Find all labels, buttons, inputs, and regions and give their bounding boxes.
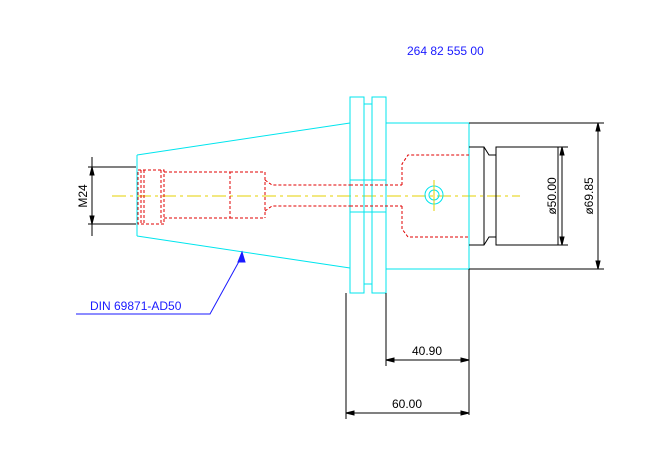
outer-diameter-dimension bbox=[469, 122, 604, 270]
long-length-dimension bbox=[345, 293, 470, 419]
long-length-label: 60.00 bbox=[392, 397, 422, 411]
inner-diameter-dimension bbox=[558, 146, 568, 246]
hidden-lines bbox=[137, 154, 469, 238]
short-length-dimension bbox=[385, 269, 470, 415]
nose-piece bbox=[469, 146, 559, 246]
part-number: 264 82 555 00 bbox=[407, 44, 484, 58]
inner-diameter-label: ø50.00 bbox=[545, 177, 559, 215]
thread-dimension bbox=[88, 157, 136, 236]
standard-callout: DIN 69871-AD50 bbox=[90, 299, 182, 313]
thread-label: M24 bbox=[76, 184, 90, 208]
outer-diameter-label: ø69.85 bbox=[582, 177, 596, 215]
tool-holder-body bbox=[136, 96, 470, 294]
callout-leader bbox=[76, 250, 246, 315]
short-length-label: 40.90 bbox=[412, 344, 442, 358]
